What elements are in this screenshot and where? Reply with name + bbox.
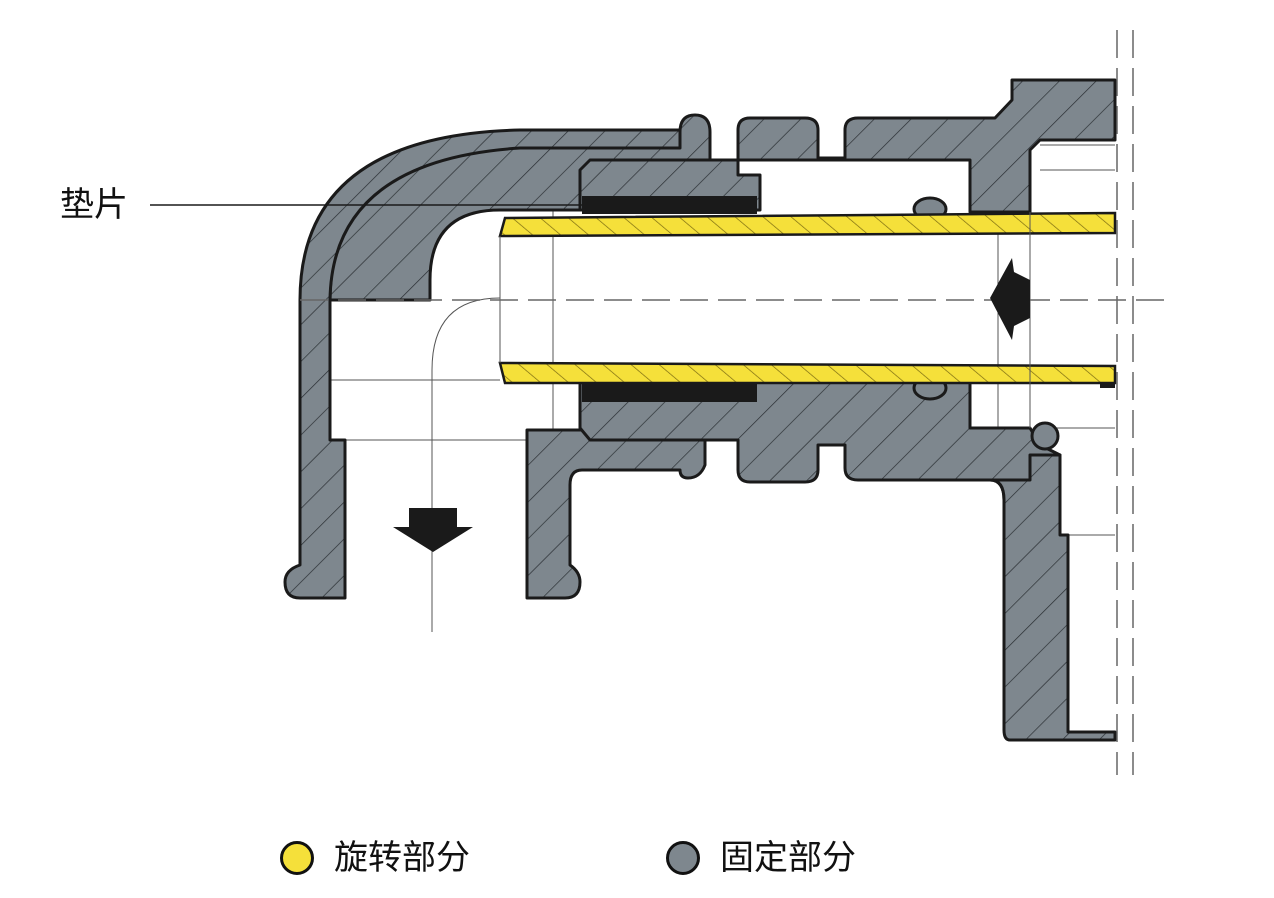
callout-label-gasket: 垫片 [60, 185, 128, 225]
rotating-pipe-bottom-wall [498, 361, 1117, 385]
legend-swatch-fixed [666, 841, 700, 875]
gasket-top [582, 196, 757, 214]
ball-bearing [1030, 421, 1060, 451]
legend-swatch-rotating [280, 841, 314, 875]
legend-item-fixed: 固定部分 [666, 836, 856, 880]
flow-arrow-left-icon [990, 258, 1030, 340]
flow-arrow-down-icon [393, 508, 473, 552]
nut-top [578, 78, 1117, 214]
legend-label-rotating: 旋转部分 [334, 838, 470, 878]
centerlines [300, 30, 1165, 775]
housing-right [988, 453, 1117, 742]
nut-bottom [578, 378, 1062, 734]
elbow-outer-arc [283, 128, 682, 600]
rotating-pipe-top-wall [498, 211, 1117, 238]
elbow-inner-leg [525, 428, 707, 600]
legend-item-rotating: 旋转部分 [280, 836, 470, 880]
legend-label-fixed: 固定部分 [720, 838, 856, 878]
gasket-bottom [582, 384, 757, 402]
